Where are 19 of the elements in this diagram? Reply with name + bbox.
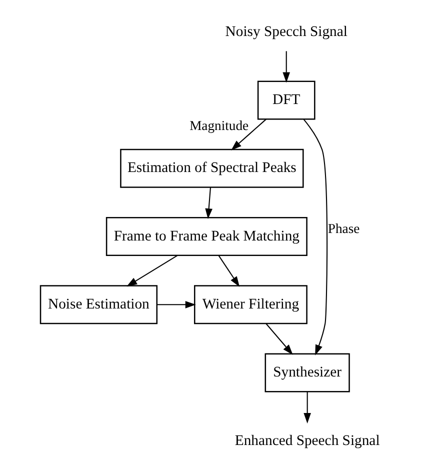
- arrow: [304, 391, 311, 423]
- node-box: Estimation of Spectral Peaks: [120, 148, 304, 188]
- arrow: [266, 322, 293, 354]
- node-box: Wiener Filtering: [194, 284, 308, 324]
- arrow: [126, 254, 178, 286]
- arrow: [218, 254, 240, 286]
- edge-label: Magnitude: [190, 118, 249, 133]
- node-box: Frame to Frame Peak Matching: [106, 216, 308, 256]
- arrow: [205, 186, 212, 219]
- arrow: [231, 118, 266, 150]
- arrow: [156, 300, 196, 308]
- node-box: DFT: [257, 80, 316, 120]
- edge-label: Phase: [328, 220, 360, 236]
- arrow: [282, 50, 290, 82]
- node-box: Synthesizer: [264, 352, 350, 392]
- node-text: Noisy Specch Signal: [225, 23, 348, 40]
- node-text: Enhanced Speech Signal: [234, 432, 380, 448]
- arrow: [303, 118, 328, 355]
- node-box: Noise Estimation: [40, 284, 158, 324]
